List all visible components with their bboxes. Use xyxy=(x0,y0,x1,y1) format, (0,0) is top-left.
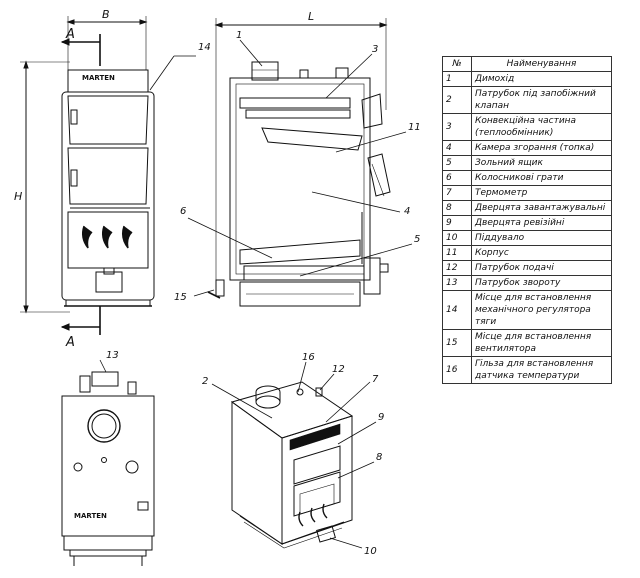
section-label-top: A xyxy=(65,27,75,42)
callout-5: 5 xyxy=(414,234,420,245)
header-name: Найменування xyxy=(471,56,612,72)
callout-12: 12 xyxy=(332,364,345,375)
callout-11: 11 xyxy=(408,122,421,133)
callout-4: 4 xyxy=(404,206,410,217)
callout-7: 7 xyxy=(372,374,379,385)
drawing-labels: B H L A A MARTEN MARTEN 14 1 3 11 4 6 5 … xyxy=(14,8,421,557)
callout-1: 1 xyxy=(236,30,242,41)
front-view xyxy=(20,16,196,335)
isometric-view xyxy=(211,361,377,549)
dim-height-label: H xyxy=(14,190,22,203)
callout-6: 6 xyxy=(180,206,186,217)
section-label-bottom: A xyxy=(65,335,75,350)
rear-view xyxy=(61,359,155,566)
side-section-view xyxy=(187,18,413,307)
callout-15: 15 xyxy=(174,292,187,303)
callout-14: 14 xyxy=(198,42,211,53)
callout-2: 2 xyxy=(202,376,208,387)
brand-logo-rear: MARTEN xyxy=(74,512,107,520)
dim-length-label: L xyxy=(308,10,314,23)
dim-width-label: B xyxy=(102,8,110,21)
callout-16: 16 xyxy=(302,352,315,363)
callout-13: 13 xyxy=(106,350,119,361)
header-num: № xyxy=(442,56,472,72)
callout-10: 10 xyxy=(364,546,377,557)
parts-table-header: № Найменування xyxy=(442,56,612,72)
callout-3: 3 xyxy=(372,44,378,55)
callout-9: 9 xyxy=(378,412,384,423)
callout-8: 8 xyxy=(376,452,382,463)
brand-logo-front: MARTEN xyxy=(82,74,115,82)
